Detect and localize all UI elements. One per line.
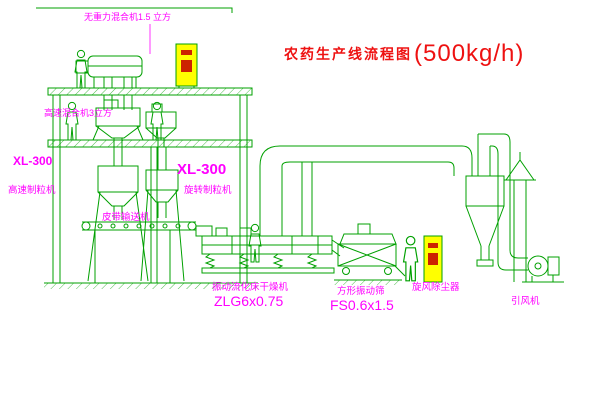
control-panel-right <box>423 235 443 283</box>
exhaust-stack <box>504 152 536 282</box>
worker-figure <box>74 49 88 89</box>
diagram-title: 农药生产线流程图 (500kg/h) <box>284 40 524 68</box>
label-high-speed-mixer: 高速混合机3立方 <box>44 108 113 118</box>
worker-figure <box>150 101 164 141</box>
label-xl300-left-model: XL-300 <box>13 154 53 168</box>
high-speed-mixer-machine <box>92 99 144 147</box>
vibrating-screen-machine <box>334 223 406 285</box>
title-capacity: (500kg/h) <box>414 40 525 67</box>
cyclone-separator <box>465 133 528 271</box>
drawing-frame-line <box>36 7 233 13</box>
label-vibrating-screen: 方形振动筛 <box>337 286 385 297</box>
belt-conveyor-machine <box>81 221 197 283</box>
control-panel-top <box>175 43 198 88</box>
label-xl300-right-model: XL-300 <box>177 161 227 178</box>
label-granulator-right: 旋转制粒机 <box>184 185 232 196</box>
title-text: 农药生产线流程图 <box>284 46 412 62</box>
label-granulator-left: 高速制粒机 <box>8 185 56 196</box>
label-top-mixer: 无重力混合机1.5 立方 <box>84 12 172 22</box>
exhaust-duct <box>259 145 473 236</box>
building-structure <box>44 87 258 289</box>
granulator-left-machine <box>87 147 149 282</box>
label-induced-fan: 引风机 <box>511 296 540 307</box>
label-fluid-bed-dryer: 振动流化床干燥机 <box>212 282 289 293</box>
label-dryer-model: ZLG6x0.75 <box>214 293 284 309</box>
fluid-bed-dryer-machine <box>195 225 345 274</box>
label-dust-collector: 旋风除尘器 <box>412 282 460 293</box>
granulator-right-machine <box>140 147 185 282</box>
induced-draft-fan-machine <box>522 255 564 283</box>
worker-figure <box>402 235 419 282</box>
label-belt-conveyor: 皮带输送机 <box>102 212 150 223</box>
label-screen-model: FS0.6x1.5 <box>330 297 394 313</box>
